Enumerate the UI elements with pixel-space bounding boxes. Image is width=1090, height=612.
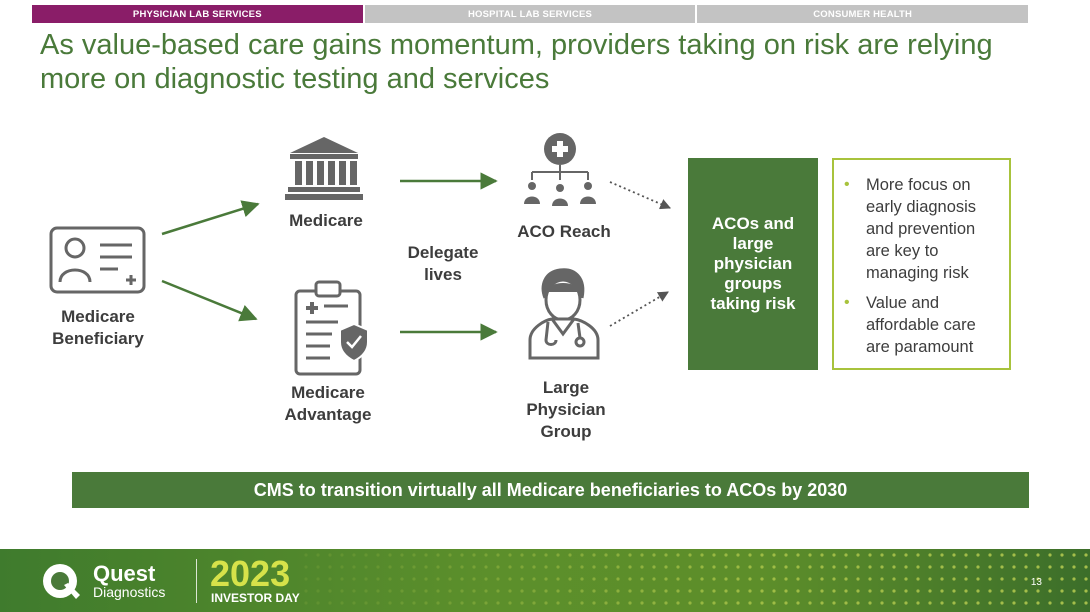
medicare-advantage-label: Medicare Advantage <box>284 383 372 424</box>
event-name: INVESTOR DAY <box>211 591 300 605</box>
arrow-to-medicare <box>161 200 260 236</box>
medicare-beneficiary-label: Medicare Beneficiary <box>52 307 144 348</box>
arrow-to-medicare-advantage <box>161 279 258 322</box>
aco-risk-label: ACOs and large physician groups taking r… <box>710 214 796 313</box>
id-card-icon <box>49 226 146 294</box>
key-point: • Value and affordable care are paramoun… <box>844 292 1001 358</box>
cms-banner-text: CMS to transition virtually all Medicare… <box>253 479 848 500</box>
key-point-text: More focus on early diagnosis and preven… <box>866 176 977 282</box>
aco-risk-box: ACOs and large physician groups taking r… <box>688 158 818 370</box>
medicare-label: Medicare <box>289 211 363 230</box>
bullet-dot: • <box>844 176 850 193</box>
tab-physician-lab-services[interactable]: PHYSICIAN LAB SERVICES <box>32 5 363 23</box>
footer: Quest Diagnostics 2023 INVESTOR DAY 13 <box>0 549 1090 612</box>
key-point-text: Value and affordable care are paramount <box>866 294 976 356</box>
cms-banner: CMS to transition virtually all Medicare… <box>72 472 1029 508</box>
tab-hospital-lab-services[interactable]: HOSPITAL LAB SERVICES <box>364 5 696 23</box>
government-building-icon <box>285 137 363 200</box>
decorative-dot-pattern <box>300 549 1090 612</box>
key-points-box: • More focus on early diagnosis and prev… <box>832 158 1011 370</box>
brand-name: Quest <box>93 561 156 586</box>
doctor-icon <box>528 268 600 360</box>
dotted-arrow-aco-to-box <box>609 181 671 210</box>
slide-title: As value-based care gains momentum, prov… <box>40 29 993 95</box>
event-year: 2023 <box>210 553 291 594</box>
key-point: • More focus on early diagnosis and prev… <box>844 174 1001 284</box>
bullet-dot: • <box>844 294 850 311</box>
quest-logo-icon <box>43 564 80 599</box>
page-number: 13 <box>1030 577 1042 588</box>
clipboard-shield-icon <box>294 280 369 376</box>
brand-subname: Diagnostics <box>93 584 166 600</box>
aco-reach-label: ACO Reach <box>517 222 611 241</box>
large-physician-group-label: Large Physician Group <box>526 378 606 441</box>
tab-consumer-health[interactable]: CONSUMER HEALTH <box>697 5 1029 23</box>
section-tabs: PHYSICIAN LAB SERVICES HOSPITAL LAB SERV… <box>32 5 1029 23</box>
footer-divider <box>196 559 197 603</box>
delegate-lives-label: Delegate lives <box>407 243 479 284</box>
network-medical-icon <box>524 133 596 206</box>
dotted-arrow-group-to-box <box>609 291 669 327</box>
